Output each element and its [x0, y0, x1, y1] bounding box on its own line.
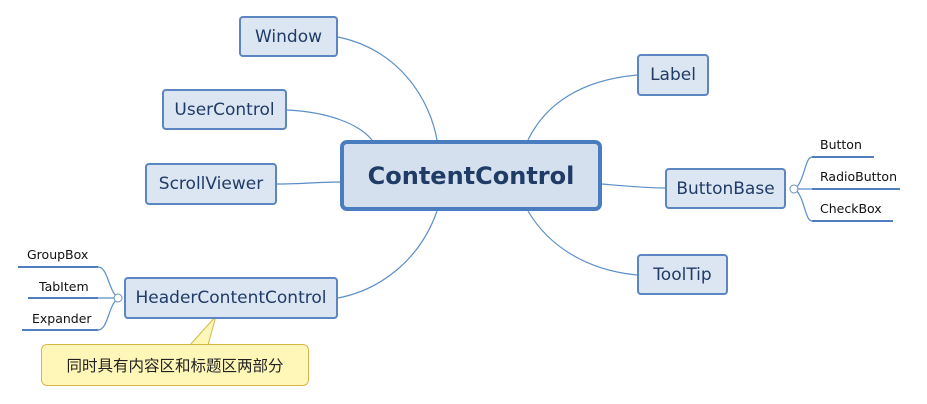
- collapse-toggle-button-base[interactable]: [789, 184, 799, 194]
- topic-label[interactable]: Label: [637, 54, 709, 96]
- connector-button-leaf: [794, 156, 813, 190]
- collapse-toggle-header-content-control[interactable]: [113, 293, 123, 303]
- connector-window: [337, 36, 438, 141]
- topic-tool-tip-label: ToolTip: [653, 264, 712, 285]
- topic-scroll-viewer[interactable]: ScrollViewer: [145, 163, 277, 205]
- connector-scroll-viewer: [276, 181, 343, 185]
- leaf-tabitem[interactable]: TabItem: [39, 279, 89, 294]
- topic-scroll-viewer-label: ScrollViewer: [158, 174, 264, 194]
- connector-header-content-control: [337, 210, 438, 299]
- connector-user-control: [286, 109, 373, 141]
- connector-groupbox-leaf: [97, 266, 119, 299]
- root-topic-content-control[interactable]: ContentControl: [340, 140, 602, 211]
- topic-header-content-control-label: HeaderContentControl: [135, 288, 327, 308]
- topic-header-content-control[interactable]: HeaderContentControl: [124, 277, 338, 319]
- topic-label-label: Label: [650, 65, 696, 85]
- topic-tool-tip[interactable]: ToolTip: [637, 254, 728, 295]
- connector-tool-tip: [527, 210, 638, 276]
- callout-note[interactable]: 同时具有内容区和标题区两部分: [41, 344, 309, 386]
- topic-button-base[interactable]: ButtonBase: [665, 168, 786, 209]
- connector-checkbox-leaf: [794, 188, 813, 222]
- callout-text: 同时具有内容区和标题区两部分: [66, 357, 284, 375]
- leaf-button[interactable]: Button: [820, 137, 862, 152]
- connector-expander-leaf: [97, 297, 119, 331]
- callout-pointer: [188, 315, 217, 346]
- topic-window[interactable]: Window: [239, 16, 338, 57]
- connector-button-base: [601, 183, 666, 189]
- topic-user-control-label: UserControl: [174, 99, 275, 120]
- topic-user-control[interactable]: UserControl: [162, 89, 287, 130]
- leaf-expander[interactable]: Expander: [32, 311, 92, 326]
- leaf-radiobutton[interactable]: RadioButton: [820, 169, 897, 184]
- connector-label: [527, 74, 638, 141]
- topic-window-label: Window: [254, 26, 323, 47]
- topic-button-base-label: ButtonBase: [676, 178, 775, 199]
- leaf-checkbox[interactable]: CheckBox: [820, 201, 882, 216]
- leaf-groupbox[interactable]: GroupBox: [27, 247, 89, 262]
- root-topic-label: ContentControl: [367, 161, 575, 190]
